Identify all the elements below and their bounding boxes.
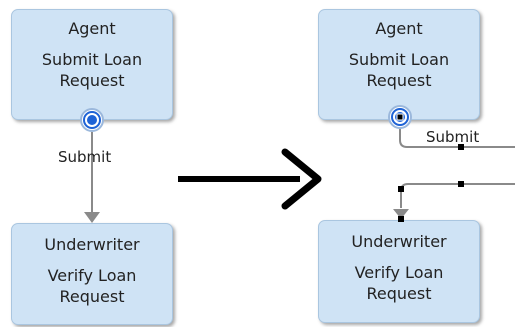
endpoint-handle[interactable] (398, 216, 404, 222)
connector-label-submit-before[interactable]: Submit (58, 148, 112, 166)
connector-label-submit-after[interactable]: Submit (426, 128, 480, 146)
connector-line-after-lower[interactable] (400, 183, 515, 208)
verify-loan-request-label: Verify Loan Request (354, 263, 444, 303)
agent-task-box-after[interactable]: Agent Submit Loan Request (318, 9, 480, 120)
verify-loan-request-label: Verify Loan Request (47, 266, 137, 306)
underwriter-role-label: Underwriter (44, 235, 140, 254)
underwriter-task-box-before[interactable]: Underwriter Verify Loan Request (11, 223, 173, 325)
output-port-icon[interactable] (388, 105, 412, 129)
agent-role-label: Agent (68, 19, 116, 38)
output-port-icon[interactable] (80, 108, 104, 132)
agent-role-label: Agent (375, 19, 423, 38)
arrowhead-before (84, 212, 100, 223)
bend-handle[interactable] (458, 144, 464, 150)
bend-handle[interactable] (398, 186, 404, 192)
connector-line-after-upper[interactable] (399, 126, 515, 148)
underwriter-task-box-after[interactable]: Underwriter Verify Loan Request (318, 220, 480, 323)
submit-loan-request-label: Submit Loan Request (348, 50, 450, 90)
transition-arrow-icon (178, 148, 322, 210)
underwriter-role-label: Underwriter (351, 232, 447, 251)
submit-loan-request-label: Submit Loan Request (41, 50, 143, 90)
bend-handle[interactable] (458, 181, 464, 187)
agent-task-box-before[interactable]: Agent Submit Loan Request (11, 9, 173, 120)
arrowhead-after (393, 209, 409, 219)
